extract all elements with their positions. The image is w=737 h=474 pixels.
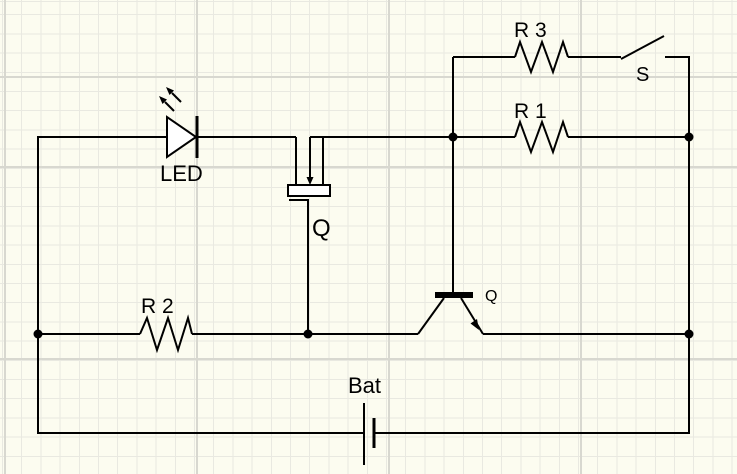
mosfet-gate-plate [287,184,331,197]
resistor-r1[interactable] [514,118,569,156]
r2-label[interactable]: R 2 [141,295,174,318]
light-emission-arrows [159,87,182,112]
mosfet-symbol[interactable] [287,137,331,201]
bjt-label[interactable]: Q [485,288,497,305]
bjt-symbol[interactable] [417,292,484,335]
switch-symbol[interactable] [620,35,665,60]
junction-dot [684,329,694,339]
resistor-r3[interactable] [514,38,569,76]
junction-dot [33,329,43,339]
r3-label[interactable]: R 3 [514,19,547,42]
junction-dot [684,132,694,142]
junction-dot [303,329,313,339]
junction-dot [448,132,458,142]
junction-dots [33,132,694,339]
switch-label[interactable]: S [636,64,649,86]
mosfet-arrow [306,177,314,185]
mosfet-label[interactable]: Q [312,215,331,242]
battery-label[interactable]: Bat [348,373,381,398]
wire-net[interactable] [37,56,690,434]
led-symbol[interactable] [159,87,199,159]
resistor-r2[interactable] [139,314,193,354]
bjt-emitter-arrow [470,319,479,330]
led-label[interactable]: LED [160,161,203,186]
battery-symbol[interactable] [363,403,376,465]
r1-label[interactable]: R 1 [514,100,547,123]
